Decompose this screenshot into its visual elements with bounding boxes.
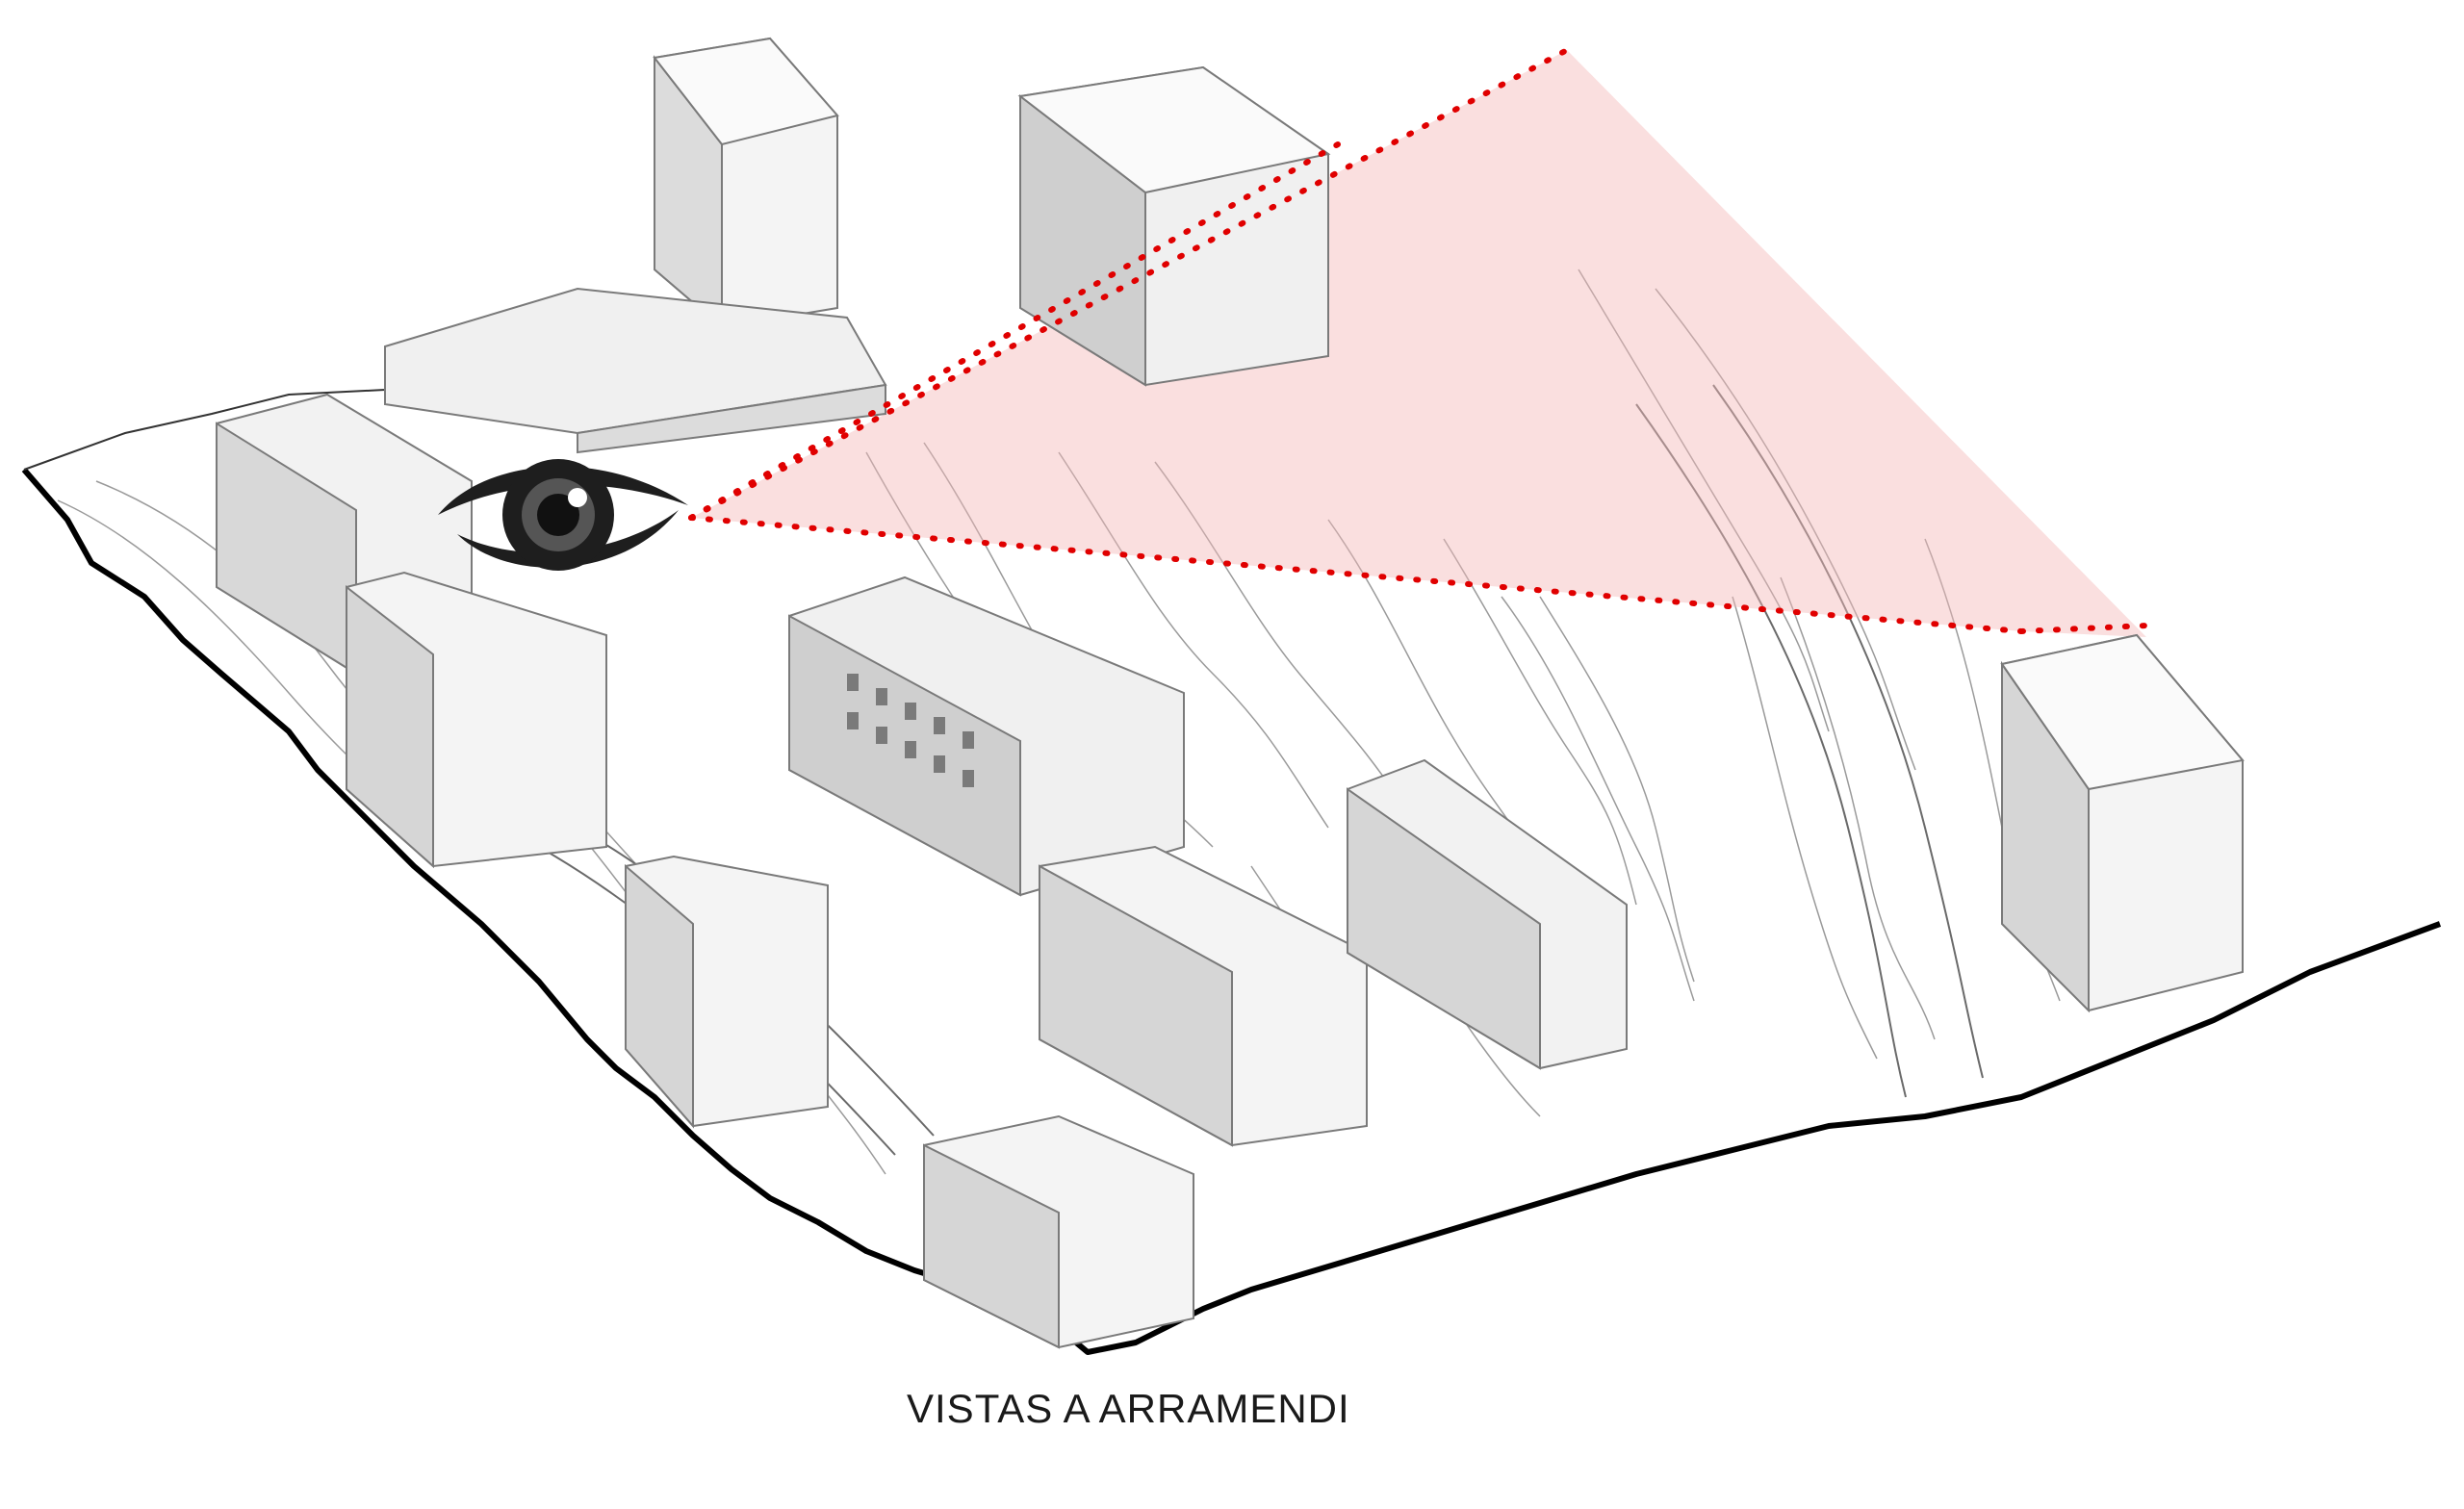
building-central-block [788, 575, 1185, 897]
sight-lines [688, 47, 2149, 634]
building-front [923, 1114, 1194, 1349]
sight-line-mid [688, 141, 1341, 521]
building-tower-left [384, 37, 887, 454]
building-tower-center [1017, 65, 1331, 387]
sight-line-bottom [688, 515, 2024, 634]
building-left-3 [625, 855, 829, 1129]
buildings [216, 37, 2245, 1349]
sight-line-right [2018, 623, 2149, 634]
eye-icon [438, 459, 688, 571]
terrain-front-edge [21, 468, 2442, 1355]
building-right [2000, 633, 2245, 1013]
view-cone [691, 50, 2146, 637]
building-l-shape [1347, 758, 1628, 1070]
building-center-right [1039, 845, 1368, 1147]
building-left-2 [346, 571, 607, 869]
diagram-caption: VISTAS A ARRAMENDI [907, 1386, 1350, 1431]
